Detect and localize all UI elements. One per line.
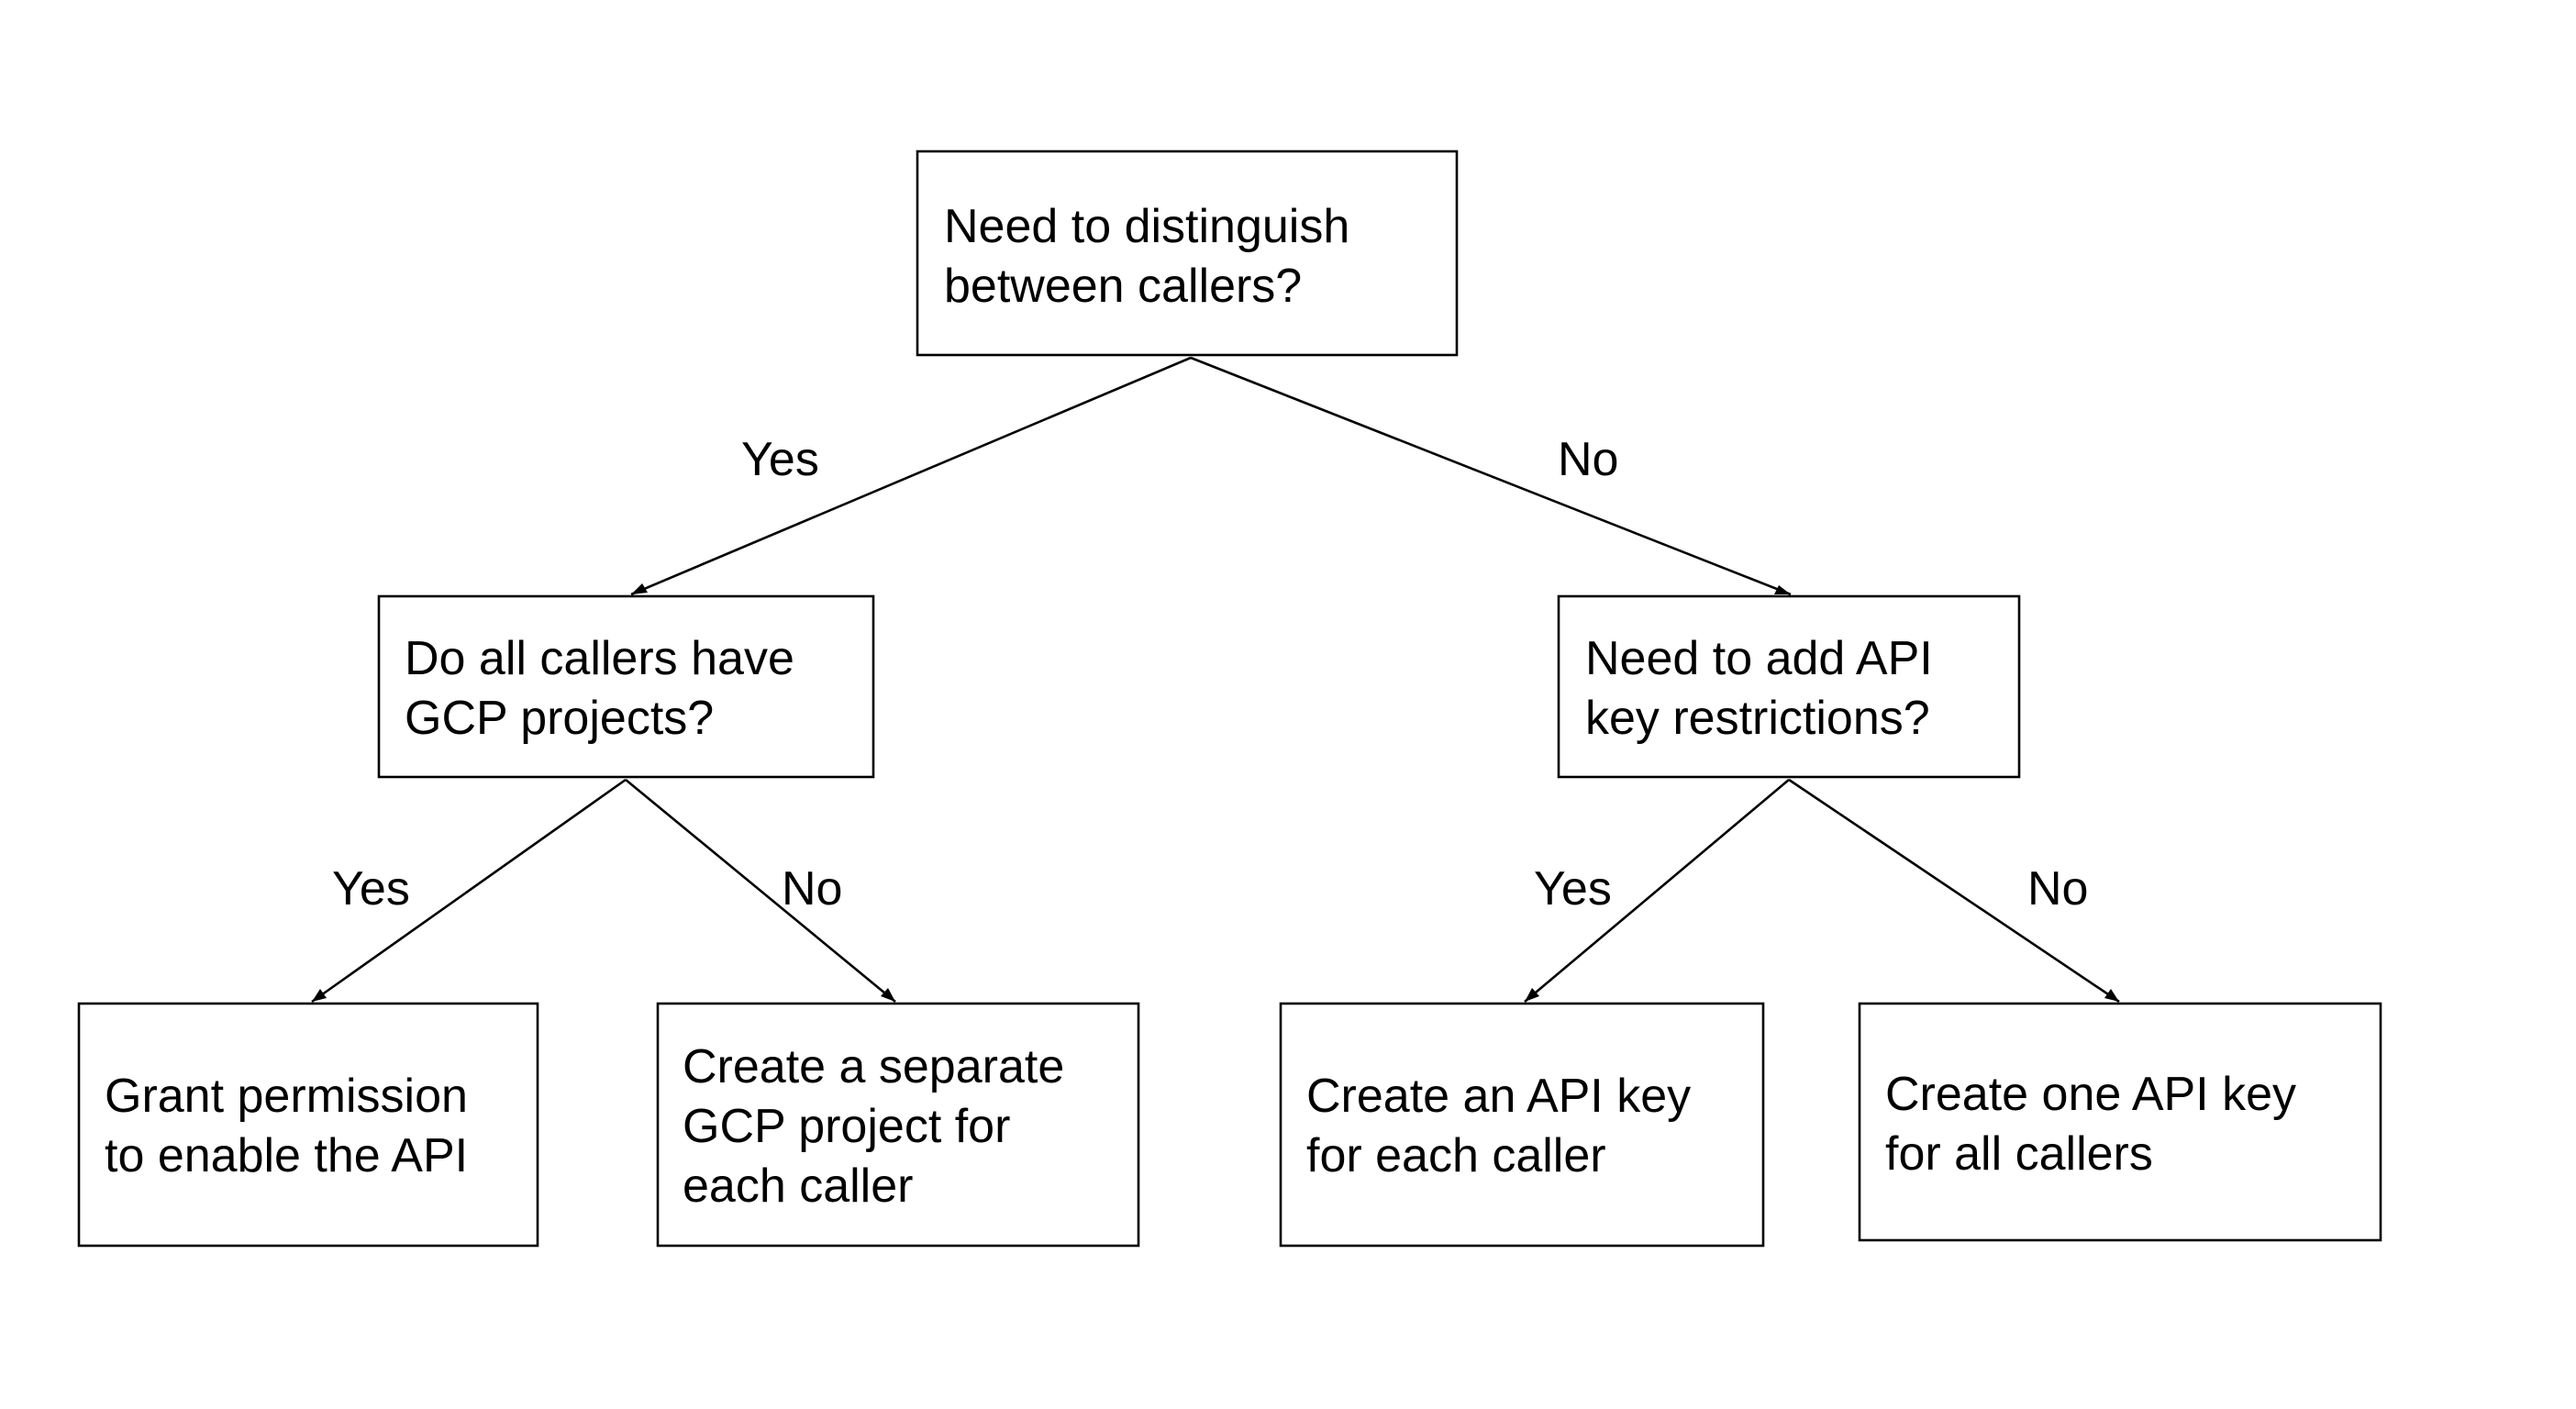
arrowhead-icon <box>312 989 327 1002</box>
node-gcp-projects: Do all callers have GCP projects? <box>377 594 875 779</box>
node-key-restrictions-text: Need to add API key restrictions? <box>1585 632 1946 745</box>
edge-label-yes: Yes <box>741 433 819 486</box>
node-root-text: Need to distinguish between callers? <box>944 200 1363 313</box>
node-key-restrictions: Need to add API key restrictions? <box>1557 594 2021 779</box>
arrowhead-icon <box>1525 988 1539 1002</box>
node-separate-project-text: Create a separate GCP project for each c… <box>683 1040 1078 1213</box>
node-separate-project: Create a separate GCP project for each c… <box>656 1002 1140 1248</box>
edge-root-yes: Yes <box>630 356 1192 596</box>
arrowhead-icon <box>2104 989 2119 1002</box>
node-grant-permission-text: Grant permission to enable the API <box>105 1070 481 1182</box>
edge-label-no: No <box>782 862 842 915</box>
edge-label-no: No <box>2027 862 2088 915</box>
node-key-each-caller-text: Create an API key for each caller <box>1306 1070 1704 1182</box>
edge-restrict-no: No <box>1788 778 2120 1004</box>
arrowhead-icon <box>881 988 895 1002</box>
edge-restrict-yes: Yes <box>1524 779 1790 1003</box>
node-grant-permission: Grant permission to enable the API <box>77 1002 539 1248</box>
edge-gcp-no: No <box>625 778 896 1004</box>
node-key-each-caller: Create an API key for each caller <box>1279 1002 1765 1248</box>
node-one-key-text: Create one API key for all callers <box>1885 1068 2310 1181</box>
node-root: Need to distinguish between callers? <box>916 150 1459 357</box>
edge-label-no: No <box>1558 433 1618 486</box>
node-gcp-projects-text: Do all callers have GCP projects? <box>405 632 807 745</box>
edge-label-yes: Yes <box>1534 862 1612 915</box>
edges: Yes No Yes No Yes No <box>311 356 2120 1004</box>
arrowhead-icon <box>1774 585 1791 594</box>
edge-gcp-yes: Yes <box>311 778 627 1004</box>
node-one-key: Create one API key for all callers <box>1858 1002 2382 1242</box>
edge-label-yes: Yes <box>332 862 410 915</box>
arrowhead-icon <box>631 583 648 594</box>
edge-root-no: No <box>1190 356 1792 596</box>
